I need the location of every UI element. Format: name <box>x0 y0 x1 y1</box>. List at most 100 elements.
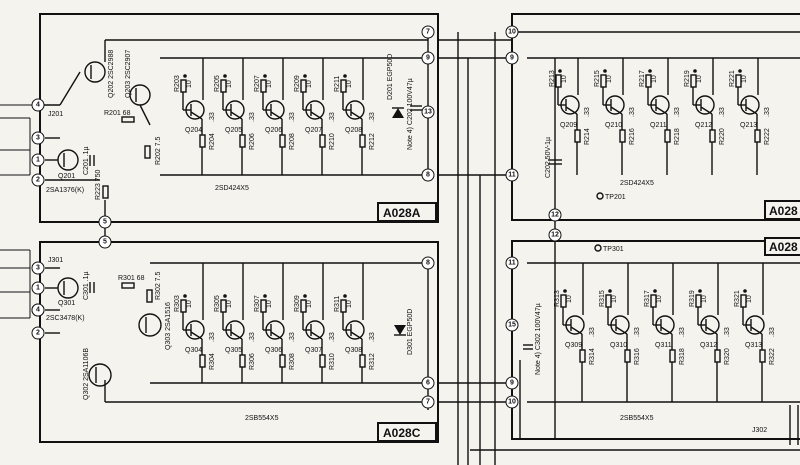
svg-text:12: 12 <box>551 212 559 219</box>
q202-label: Q202 2SC2988 <box>108 50 115 98</box>
r317-value: 10 <box>656 295 663 303</box>
r215-value: 10 <box>606 75 613 83</box>
svg-text:4: 4 <box>36 102 40 109</box>
q309-label: Q309 <box>565 342 582 349</box>
board-a-array-label: 2SD424X5 <box>215 185 249 192</box>
terminal-node-10: 10 <box>505 25 519 39</box>
r203-label: R203 <box>174 75 181 92</box>
board-a028c: A028C <box>39 241 439 443</box>
r221-label: R221 <box>729 70 736 87</box>
input-wiring <box>0 104 100 334</box>
svg-text:13: 13 <box>424 109 432 116</box>
r312-label: R312 <box>369 353 376 370</box>
q301-label: Q301 <box>58 300 75 307</box>
terminal-node-9: 9 <box>505 376 519 390</box>
resistor-r201 <box>121 116 135 123</box>
board-a-frontend: J201 Q201 2SA1376(K) C201 .1µ R223 750 Q… <box>46 50 422 200</box>
svg-text:1: 1 <box>36 285 40 292</box>
r309-value: 10 <box>306 300 313 308</box>
r201-label: R201 68 <box>104 110 131 117</box>
bus-wiring <box>104 31 800 465</box>
svg-text:3: 3 <box>36 135 40 142</box>
q305-label: Q305 <box>225 347 242 354</box>
transistor-q303 <box>138 313 162 337</box>
q301-type-label: 2SC3478(K) <box>46 315 85 322</box>
r223-label: R223 750 <box>95 170 102 200</box>
r219-value: 10 <box>696 75 703 83</box>
q201-type-label: 2SA1376(K) <box>46 187 84 194</box>
r218-label: R218 <box>674 128 681 145</box>
terminal-node-4: 4 <box>31 98 45 112</box>
board-d-array-label: 2SB554X5 <box>620 415 654 422</box>
terminal-node-5: 5 <box>98 235 112 249</box>
svg-text:8: 8 <box>426 172 430 179</box>
r217-label: R217 <box>639 70 646 87</box>
r314-value: .33 <box>589 327 596 337</box>
r222-label: R222 <box>764 128 771 145</box>
q307-label: Q307 <box>305 347 322 354</box>
d301-label: D301 EGP50D <box>407 309 414 355</box>
r205-value: 10 <box>226 80 233 88</box>
r219-label: R219 <box>684 70 691 87</box>
r320-value: .33 <box>724 327 731 337</box>
resistor-r322 <box>759 349 766 363</box>
r303-label: R303 <box>174 295 181 312</box>
svg-text:10: 10 <box>508 29 516 36</box>
terminal-node-15: 15 <box>505 318 519 332</box>
diode-d201 <box>392 108 404 118</box>
r321-label: R321 <box>734 290 741 307</box>
q208-label: Q208 <box>345 127 362 134</box>
r206-label: R206 <box>249 133 256 150</box>
resistor-r216 <box>619 129 626 143</box>
q313-label: Q313 <box>745 342 762 349</box>
r314-label: R314 <box>589 348 596 365</box>
r212-value: .33 <box>369 112 376 122</box>
r208-label: R208 <box>289 133 296 150</box>
r209-label: R209 <box>294 75 301 92</box>
d201-label: D201 EGP50D <box>387 54 394 100</box>
resistor-r220 <box>709 129 716 143</box>
resistor-r314 <box>579 349 586 363</box>
r302-label: R302 7.5 <box>155 271 162 300</box>
r313-value: 10 <box>566 295 573 303</box>
svg-text:6: 6 <box>426 380 430 387</box>
transistor-q203 <box>129 84 151 106</box>
terminal-node-3: 3 <box>31 131 45 145</box>
q312-label: Q312 <box>700 342 717 349</box>
q205-label: Q205 <box>225 127 242 134</box>
r318-label: R318 <box>679 348 686 365</box>
svg-text:8: 8 <box>426 260 430 267</box>
tp301-label: TP301 <box>603 246 624 253</box>
r321-value: 10 <box>746 295 753 303</box>
terminal-node-2: 2 <box>31 173 45 187</box>
svg-text:7: 7 <box>426 29 430 36</box>
resistor-r301 <box>121 282 135 289</box>
c302-label: Note 4) C302 100V47µ <box>535 303 542 375</box>
r204-label: R204 <box>209 133 216 150</box>
resistor-r320 <box>714 349 721 363</box>
terminal-node-6: 6 <box>421 376 435 390</box>
r307-value: 10 <box>266 300 273 308</box>
svg-text:9: 9 <box>510 55 514 62</box>
r313-label: R313 <box>554 290 561 307</box>
svg-text:9: 9 <box>426 55 430 62</box>
resistor-r316 <box>624 349 631 363</box>
resistor-r310 <box>319 354 326 368</box>
resistor-r208 <box>279 134 286 148</box>
r214-label: R214 <box>584 128 591 145</box>
r207-label: R207 <box>254 75 261 92</box>
board-a028a: A028A <box>39 13 439 223</box>
r214-value: .33 <box>584 107 591 117</box>
q303-label: Q303 2SA1516 <box>165 302 172 350</box>
